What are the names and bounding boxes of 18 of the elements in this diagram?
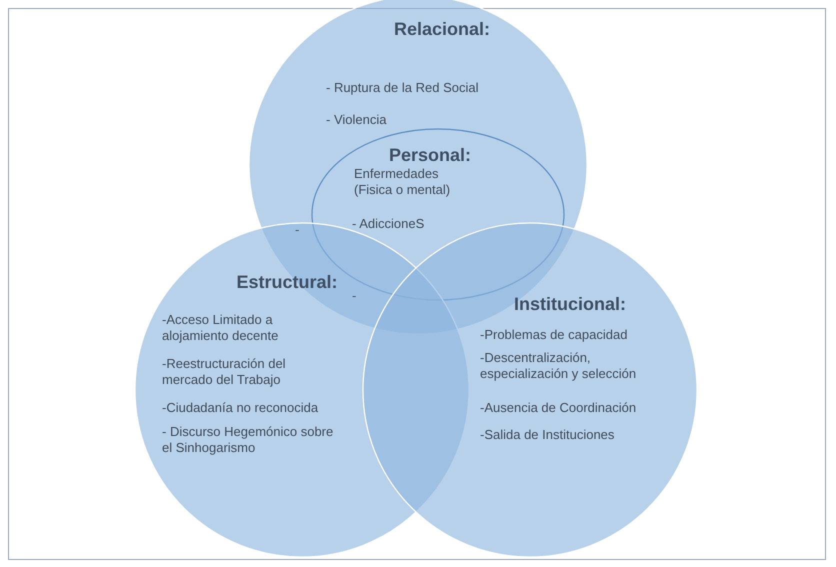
- list-item: -Ciudadanía no reconocida: [162, 400, 320, 416]
- list-item: -Problemas de capacidad: [480, 327, 628, 343]
- category-title: Relacional:: [392, 18, 492, 40]
- list-item: -Ausencia de Coordinación: [480, 400, 638, 416]
- category-title: Personal:: [388, 144, 472, 166]
- list-item: -Reestructuración del mercado del Trabajo: [162, 356, 287, 388]
- list-item: - Ruptura de la Red Social: [326, 80, 480, 96]
- list-item: - Discurso Hegemónico sobre el Sinhogarismo: [162, 424, 334, 456]
- dash-mark: -: [352, 288, 356, 303]
- category-title: Estructural:: [235, 271, 339, 293]
- list-item: -Acceso Limitado a alojamiento decente: [162, 312, 280, 344]
- list-item: Enfermedades (Fisica o mental): [354, 166, 452, 198]
- list-item: - Violencia: [326, 112, 388, 128]
- dash-mark: -: [295, 222, 300, 237]
- list-item: -Descentralización, especialización y selección: [480, 350, 638, 382]
- list-item: -Salida de Instituciones: [480, 427, 616, 443]
- category-title: Institucional:: [513, 293, 627, 315]
- list-item: - AdiccioneS: [352, 216, 426, 232]
